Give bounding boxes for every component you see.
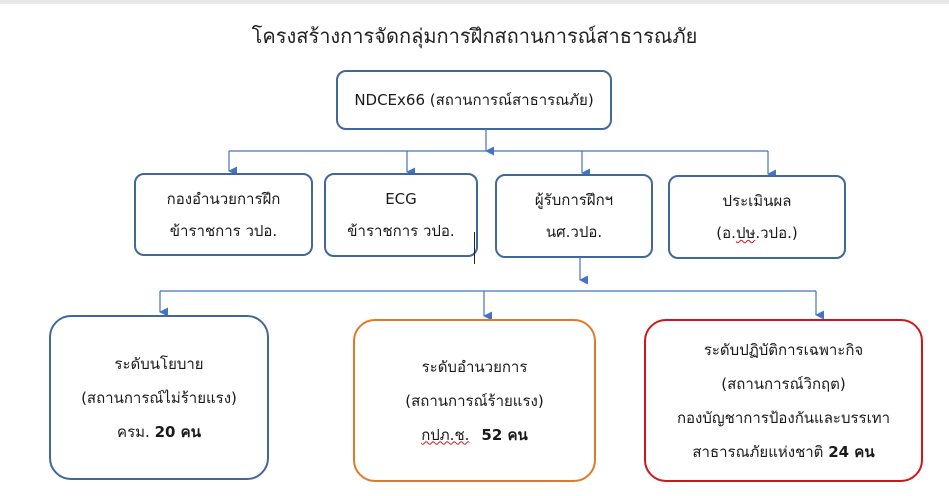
bottom-box-2-line1: ระดับอำนวยการ <box>421 357 528 376</box>
mid-box-2-line1: ECG <box>385 190 417 208</box>
mid-box-1-line2: ข้าราชการ วปอ. <box>169 221 278 240</box>
bottom-box-1-line3-prefix: ครม. <box>117 422 155 441</box>
bottom-box-2-line3-spellcheck: กปภ.ช. <box>421 425 470 444</box>
bottom-box-3-line4: สาธารณภัยแห่งชาติ 24 คน <box>692 435 874 469</box>
mid-box-4-line2-suffix: .วปอ.) <box>755 224 798 242</box>
mid-box-exercise-control: กองอำนวยการฝึก ข้าราชการ วปอ. <box>134 173 313 256</box>
root-box: NDCEx66 (สถานการณ์สาธารณภัย) <box>336 70 612 130</box>
mid-box-3-line2: นศ.วปอ. <box>545 223 603 241</box>
bottom-box-3-line2: (สถานการณ์วิกฤต) <box>721 374 846 393</box>
diagram-title: โครงสร้างการจัดกลุ่มการฝึกสถานการณ์สาธาร… <box>251 24 698 48</box>
bottom-box-3-line3: กองบัญชาการป้องกันและบรรเทา <box>676 408 891 427</box>
mid-box-2-line2: ข้าราชการ วปอ. <box>347 222 455 240</box>
bottom-box-operations: ระดับปฏิบัติการเฉพาะกิจ (สถานการณ์วิกฤต)… <box>644 319 923 482</box>
mid-box-evaluation: ประเมินผล (อ.ปษ.วปอ.) <box>668 175 846 259</box>
bottom-box-command: ระดับอำนวยการ (สถานการณ์ร้ายแรง) กปภ.ช. 5… <box>353 319 596 482</box>
bottom-box-3-line4-prefix: สาธารณภัยแห่งชาติ <box>692 442 829 461</box>
bottom-box-3-line1: ระดับปฏิบัติการเฉพาะกิจ <box>703 340 864 359</box>
mid-box-4-line1: ประเมินผล <box>722 192 792 210</box>
mid-box-ecg: ECG ข้าราชการ วปอ. <box>324 173 478 257</box>
bottom-box-2-line3: กปภ.ช. 52 คน <box>421 418 528 452</box>
mid-box-4-line2-spellcheck: ปษ <box>735 224 756 242</box>
bottom-box-1-line2: (สถานการณ์ไม่ร้ายแรง) <box>81 388 237 407</box>
bottom-box-1-line1: ระดับนโยบาย <box>114 354 204 373</box>
bottom-box-policy: ระดับนโยบาย (สถานการณ์ไม่ร้ายแรง) ครม. 2… <box>49 315 269 480</box>
root-label: NDCEx66 (สถานการณ์สาธารณภัย) <box>354 91 594 109</box>
mid-box-trainees: ผู้รับการฝึกฯ นศ.วปอ. <box>495 174 653 258</box>
mid-box-3-line1: ผู้รับการฝึกฯ <box>534 191 614 209</box>
mid-box-4-line2: (อ.ปษ.วปอ.) <box>716 217 797 249</box>
bottom-box-1-line3: ครม. 20 คน <box>117 415 201 449</box>
window-top-strip <box>0 0 949 4</box>
mid-box-1-line1: กองอำนวยการฝึก <box>166 189 281 208</box>
bottom-box-3-count: 24 คน <box>828 442 875 461</box>
mid-box-4-line2-prefix: (อ. <box>716 224 736 242</box>
text-cursor <box>474 232 475 264</box>
bottom-box-1-count: 20 คน <box>154 422 201 441</box>
bottom-box-2-line2: (สถานการณ์ร้ายแรง) <box>405 391 544 410</box>
bottom-box-2-count: 52 คน <box>481 425 528 444</box>
